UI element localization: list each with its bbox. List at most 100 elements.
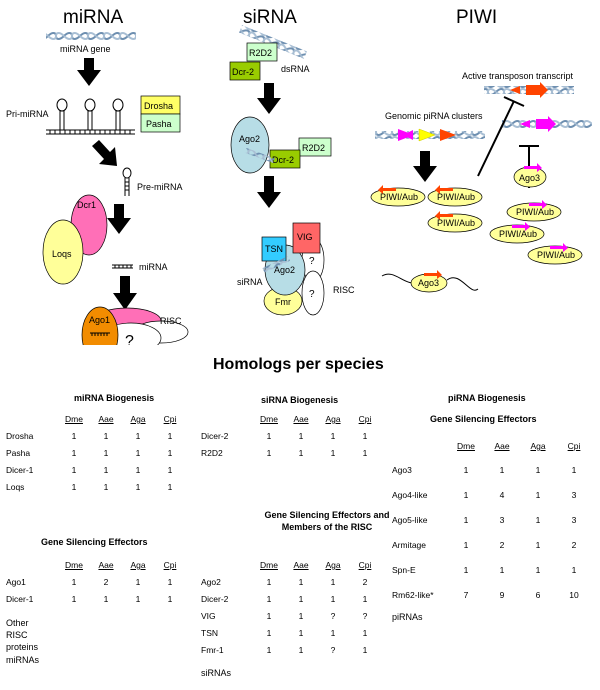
table-cell: 1 bbox=[298, 448, 304, 458]
ago2-shape bbox=[230, 116, 270, 174]
piwi-aub-label: PIWI/Aub bbox=[380, 192, 418, 202]
table-cell: 1 bbox=[135, 465, 141, 475]
table-cell: 9 bbox=[499, 590, 505, 600]
pirnas-footer: piRNAs bbox=[392, 612, 423, 622]
table-cell: 1 bbox=[103, 594, 109, 604]
pirna-arrow bbox=[378, 185, 396, 194]
loqs-label: Loqs bbox=[52, 249, 72, 259]
table-cell: 1 bbox=[330, 577, 336, 587]
table-cell: 1 bbox=[298, 628, 304, 638]
table-row: Dicer-1 1 1 1 1 bbox=[6, 594, 186, 611]
table-cell: 1 bbox=[298, 431, 304, 441]
piwi-aub-label: PIWI/Aub bbox=[537, 250, 575, 260]
table-header: Cpi bbox=[358, 414, 372, 424]
r2d2-label: R2D2 bbox=[249, 48, 272, 58]
down-arrow bbox=[113, 276, 137, 310]
ago1-bound-mirna bbox=[90, 332, 110, 336]
dcr2-label: Dcr-2 bbox=[232, 67, 254, 77]
down-arrow bbox=[107, 204, 131, 234]
table-header bbox=[6, 414, 58, 431]
table-cell: Spn-E bbox=[392, 565, 416, 575]
sirnas-footer: siRNAs bbox=[201, 668, 232, 678]
pre-mirna-label: Pre-miRNA bbox=[137, 182, 183, 192]
table-cell: Dicer-2 bbox=[201, 431, 229, 441]
sirna-effectors-table: Dme Aae Aga Cpi Ago2 1 1 1 2 Dicer-2 1 1… bbox=[201, 560, 381, 662]
table-row: Dicer-2 1 1 1 1 bbox=[201, 431, 381, 448]
table-header bbox=[201, 414, 253, 431]
table-cell: 1 bbox=[135, 577, 141, 587]
table-header: Aga bbox=[530, 441, 546, 451]
table-cell: 1 bbox=[535, 465, 541, 475]
sirna-biogenesis-title: siRNA Biogenesis bbox=[261, 395, 339, 405]
table-cell: 2 bbox=[362, 577, 368, 587]
mirna-biogenesis-table: Dme Aae Aga Cpi Drosha 1 1 1 1 Pasha 1 1… bbox=[6, 414, 186, 499]
ago2-label: Ago2 bbox=[274, 265, 295, 275]
table-cell: 1 bbox=[266, 594, 272, 604]
table-header: Aga bbox=[130, 560, 146, 570]
ago3-label: Ago3 bbox=[418, 278, 439, 288]
piwi-aub-label: PIWI/Aub bbox=[437, 218, 475, 228]
table-cell: 1 bbox=[266, 431, 272, 441]
table-cell: 1 bbox=[266, 628, 272, 638]
pirna-arrow bbox=[524, 163, 542, 172]
ago2-label: Ago2 bbox=[239, 134, 260, 144]
table-cell: Drosha bbox=[6, 431, 34, 441]
table-cell: Loqs bbox=[6, 482, 25, 492]
table-header bbox=[201, 560, 253, 577]
fmr-label: Fmr bbox=[275, 297, 291, 307]
homologs-title: Homologs per species bbox=[213, 356, 384, 373]
tsn-box bbox=[261, 236, 287, 262]
table-row: Drosha 1 1 1 1 bbox=[6, 431, 186, 448]
table-cell: 1 bbox=[167, 594, 173, 604]
table-cell: Dicer-2 bbox=[201, 594, 229, 604]
table-cell: 6 bbox=[535, 590, 541, 600]
table-cell: 3 bbox=[499, 515, 505, 525]
table-cell: 1 bbox=[266, 645, 272, 655]
vig-box bbox=[292, 222, 321, 254]
drosha-label: Drosha bbox=[144, 101, 173, 111]
table-cell: 1 bbox=[71, 594, 77, 604]
r2d2-box bbox=[246, 42, 278, 62]
pirna-arrow bbox=[424, 270, 442, 279]
table-cell: 2 bbox=[103, 577, 109, 587]
table-row: Armitage 1 2 1 2 bbox=[392, 540, 592, 565]
pirna-effectors-table: Dme Aae Aga Cpi Ago3 1 1 1 1 Ago4-like 1… bbox=[392, 441, 592, 615]
pasha-box bbox=[140, 113, 181, 133]
table-header: Aae bbox=[494, 441, 510, 451]
down-arrow bbox=[413, 151, 437, 182]
sirna-label: siRNA bbox=[237, 277, 263, 287]
genomic-pirna-cluster bbox=[375, 128, 485, 142]
mirna-biogenesis-title: miRNA Biogenesis bbox=[74, 393, 155, 403]
risc-unknown-mark: ? bbox=[309, 256, 315, 267]
table-cell: 1 bbox=[167, 482, 173, 492]
down-arrow bbox=[77, 58, 101, 86]
table-cell: 1 bbox=[330, 431, 336, 441]
table-cell: 1 bbox=[103, 448, 109, 458]
table-cell: 3 bbox=[571, 490, 577, 500]
table-row: Ago2 1 1 1 2 bbox=[201, 577, 381, 594]
table-header: Aae bbox=[98, 560, 114, 570]
table-cell: 1 bbox=[298, 645, 304, 655]
dsrna bbox=[239, 25, 307, 59]
table-cell: 1 bbox=[167, 465, 173, 475]
sirna-effectors-title: Gene Silencing Effectors and Members of … bbox=[264, 510, 390, 532]
table-cell: 1 bbox=[330, 628, 336, 638]
pirna-biogenesis-title: piRNA Biogenesis bbox=[448, 393, 526, 403]
piwi-aub-label: PIWI/Aub bbox=[516, 207, 554, 217]
table-cell: TSN bbox=[201, 628, 218, 638]
table-row: R2D2 1 1 1 1 bbox=[201, 448, 381, 465]
table-cell: 1 bbox=[71, 482, 77, 492]
table-cell: 1 bbox=[535, 540, 541, 550]
table-header-row: Dme Aae Aga Cpi bbox=[201, 560, 381, 577]
transcript-strand bbox=[446, 277, 479, 291]
table-cell: 1 bbox=[135, 594, 141, 604]
risc-white-shape bbox=[301, 270, 325, 316]
table-cell: 1 bbox=[535, 515, 541, 525]
table-cell: 1 bbox=[535, 565, 541, 575]
table-cell: Ago2 bbox=[201, 577, 221, 587]
table-cell: R2D2 bbox=[201, 448, 223, 458]
table-cell: Dicer-1 bbox=[6, 594, 34, 604]
piwi-aub-shape bbox=[427, 213, 483, 233]
table-cell: 1 bbox=[330, 594, 336, 604]
table-header: Aae bbox=[293, 414, 309, 424]
